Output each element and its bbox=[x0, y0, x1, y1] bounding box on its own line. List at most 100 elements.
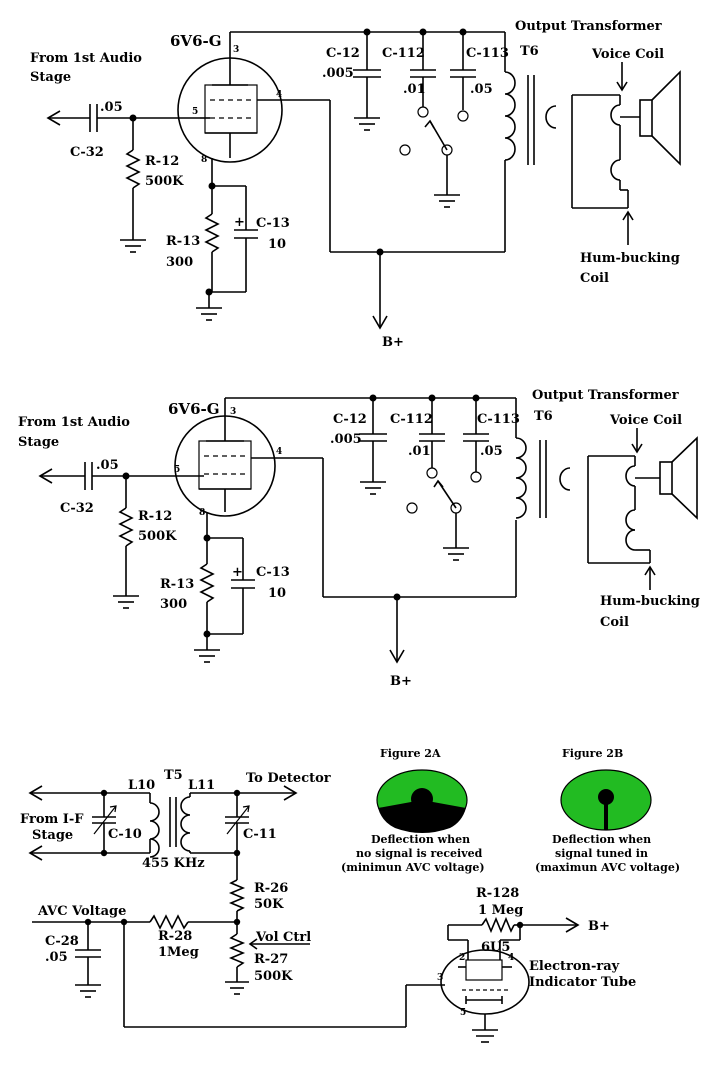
resistor-r13 bbox=[199, 538, 215, 634]
pin-screen: 4 bbox=[276, 447, 282, 457]
input-arrow bbox=[38, 468, 85, 484]
capacitor-c112 bbox=[419, 398, 445, 468]
capacitor-c12 bbox=[359, 398, 387, 495]
c32-label: C-32 bbox=[70, 145, 104, 160]
r27-label: R-27 bbox=[254, 952, 288, 967]
resistor-r26 bbox=[228, 853, 246, 922]
figure-2b-title: Figure 2B bbox=[562, 747, 623, 760]
c28-value: .05 bbox=[45, 950, 68, 965]
pin-grid: 5 bbox=[192, 107, 198, 117]
figure-2a-title: Figure 2A bbox=[380, 747, 441, 760]
c113-value: .05 bbox=[470, 82, 493, 97]
l10-label: L10 bbox=[128, 778, 155, 793]
if-input-arrows bbox=[28, 785, 104, 861]
pin-2: 2 bbox=[459, 953, 465, 963]
tone-switch bbox=[406, 467, 482, 561]
c113-label: C-113 bbox=[477, 412, 520, 427]
c112-label: C-112 bbox=[390, 412, 433, 427]
ground-symbol bbox=[120, 239, 146, 253]
r26-label: R-26 bbox=[254, 881, 288, 896]
shadow-line bbox=[604, 797, 608, 830]
capacitor-c112 bbox=[410, 32, 436, 107]
resistor-r13 bbox=[204, 186, 220, 292]
schematic-a: From 1st Audio Stage 6V6-G .05 C-32 R-12… bbox=[30, 19, 681, 350]
output-transformer bbox=[515, 437, 660, 564]
tube-label: 6V6-G bbox=[170, 32, 222, 50]
c32-value: .05 bbox=[96, 458, 119, 473]
c13-label: C-13 bbox=[256, 216, 290, 231]
freq-label: 455 KHz bbox=[142, 856, 205, 871]
resistor-r27 bbox=[225, 922, 249, 995]
figure-2b-caption-1: Deflection when bbox=[552, 833, 651, 846]
transformer-t5 bbox=[149, 793, 191, 858]
pin-screen: 4 bbox=[276, 90, 282, 100]
c28-label: C-28 bbox=[45, 934, 79, 949]
to-detector-label: To Detector bbox=[246, 771, 331, 786]
tube-6u5 bbox=[440, 940, 530, 1043]
c12-label: C-12 bbox=[326, 46, 360, 61]
capacitor-c13 bbox=[231, 579, 255, 634]
capacitor-c10 bbox=[92, 793, 117, 853]
ground-symbol bbox=[194, 634, 220, 663]
capacitor-c113 bbox=[450, 32, 476, 110]
figure-2a-caption-2: no signal is received bbox=[356, 847, 483, 860]
vol-ctrl-label: Vol Ctrl bbox=[255, 930, 311, 945]
bplus-arrow bbox=[372, 252, 388, 330]
tube-6u5-label: 6U5 bbox=[481, 940, 510, 955]
pin-3: 3 bbox=[437, 973, 443, 983]
avc-voltage-label: AVC Voltage bbox=[37, 904, 126, 919]
pin-cathode: 8 bbox=[199, 508, 205, 518]
tube-desc-line1: Electron-ray bbox=[529, 959, 620, 974]
speaker-icon bbox=[639, 70, 681, 166]
hum-bucking-label: Hum-bucking bbox=[600, 594, 700, 609]
tone-switch bbox=[399, 106, 469, 208]
transformer-ref: T6 bbox=[520, 44, 539, 59]
r12-value: 500K bbox=[138, 529, 177, 544]
c112-label: C-112 bbox=[382, 46, 425, 61]
figure-2b-caption-2: signal tuned in bbox=[555, 847, 648, 860]
pin-plate: 3 bbox=[230, 407, 236, 417]
c13-value: 10 bbox=[268, 586, 286, 601]
r13-label: R-13 bbox=[166, 234, 200, 249]
resistor-r12 bbox=[118, 476, 134, 596]
voice-coil-label: Voice Coil bbox=[609, 413, 682, 428]
tube-6v6g bbox=[177, 45, 330, 186]
transformer-ref: T6 bbox=[534, 409, 553, 424]
bplus-label: B+ bbox=[390, 674, 412, 689]
if-label-line2: Stage bbox=[32, 828, 73, 843]
r26-value: 50K bbox=[254, 897, 284, 912]
c12-value: .005 bbox=[330, 432, 362, 447]
hum-coil-label: Coil bbox=[600, 615, 629, 630]
c13-polarity: + bbox=[232, 565, 243, 580]
tube-desc-line2: Indicator Tube bbox=[529, 975, 636, 990]
indicator-eye bbox=[411, 788, 433, 810]
tube-label: 6V6-G bbox=[168, 400, 220, 418]
pin-4: 4 bbox=[508, 953, 514, 963]
resistor-r28 bbox=[149, 914, 237, 930]
pin-cathode: 8 bbox=[201, 155, 207, 165]
hum-coil-label: Coil bbox=[580, 271, 609, 286]
pin-grid: 5 bbox=[174, 465, 180, 475]
r128-value: 1 Meg bbox=[478, 903, 523, 918]
voice-coil-arrow bbox=[616, 62, 628, 92]
schematic-b: From 1st Audio Stage 6V6-G .05 C-32 R-12… bbox=[18, 388, 700, 689]
r13-value: 300 bbox=[166, 255, 193, 270]
r13-value: 300 bbox=[160, 597, 187, 612]
capacitor-c28 bbox=[75, 922, 101, 998]
l11-label: L11 bbox=[188, 778, 215, 793]
shadow-wedge bbox=[378, 800, 466, 833]
bplus-label: B+ bbox=[382, 335, 404, 350]
t5-label: T5 bbox=[164, 768, 183, 783]
r12-label: R-12 bbox=[138, 509, 172, 524]
figure-2b: Figure 2B Deflection when signal tuned i… bbox=[535, 747, 680, 874]
input-label-line1: From 1st Audio bbox=[18, 415, 130, 430]
bplus-label: B+ bbox=[588, 919, 610, 934]
input-label-line2: Stage bbox=[18, 435, 59, 450]
vol-ctrl-wiper bbox=[248, 938, 310, 950]
input-label-line1: From 1st Audio bbox=[30, 51, 142, 66]
ground-symbol bbox=[113, 595, 139, 609]
capacitor-c32 bbox=[84, 462, 93, 490]
if-label-line1: From I-F bbox=[20, 812, 84, 827]
input-arrow bbox=[46, 110, 90, 126]
